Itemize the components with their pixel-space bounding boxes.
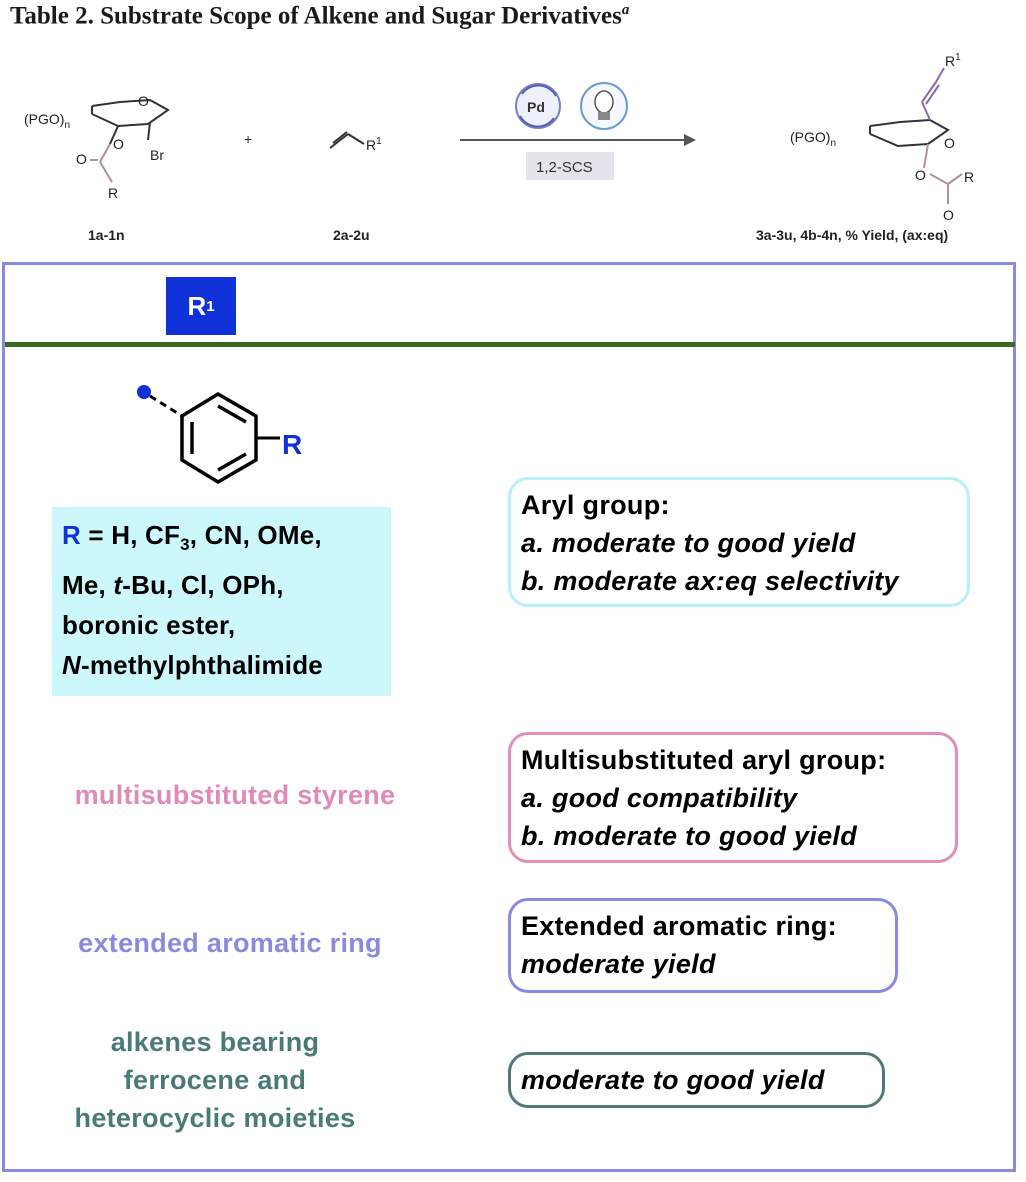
reaction-scheme: (PGO)n O Br O O R 1a-1n + R1 2a-2u Pd 1,…	[24, 52, 974, 243]
phenyl-r-label: R	[282, 429, 302, 460]
r1-compound-label: 1a-1n	[88, 227, 125, 243]
product-compound-label: 3a-3u, 4b-4n, % Yield, (ax:eq)	[756, 227, 948, 243]
r-def-line1-end: , CN, OMe,	[189, 520, 322, 550]
r2-r1-label: R1	[366, 136, 382, 153]
r1-badge-text: R	[187, 290, 207, 321]
product-carbonyl-oxygen: O	[943, 207, 954, 223]
note-ext-line: moderate yield	[521, 949, 716, 979]
r-def-line2-pre: Me,	[62, 570, 114, 601]
r-def-line-3: boronic ester,	[62, 610, 236, 641]
note-multi-line-b: b. moderate to good yield	[521, 821, 858, 851]
label-ferro-line-2: ferrocene and	[123, 1065, 307, 1095]
r1-r-group: R	[108, 185, 118, 201]
r-def-line1-rest: = H, CF	[80, 520, 181, 550]
product-c-glycoside: R1 (PGO)n O O R O 3a-3u, 4b-4n, % Yield,…	[756, 52, 974, 243]
table-caption: Table 2. Substrate Scope of Alkene and S…	[10, 2, 629, 30]
r1-carbonyl-oxygen: O	[76, 151, 87, 167]
r1-ester-oxygen: O	[113, 136, 124, 152]
product-r1-label: R1	[945, 52, 961, 69]
r2-compound-label: 2a-2u	[333, 227, 370, 243]
note-multi-line-a: a. good compatibility	[521, 783, 798, 813]
phenyl-ring-structure: R	[137, 385, 302, 485]
reactant-alkene: R1 2a-2u	[329, 131, 382, 243]
r-def-line2-italic: t	[113, 570, 123, 601]
label-multisubstituted-styrene: multisubstituted styrene	[74, 780, 396, 810]
r1-bromine: Br	[150, 147, 164, 163]
note-ext-heading: Extended aromatic ring:	[521, 911, 837, 941]
substrate-scope-panel	[2, 262, 1016, 1172]
r-def-line4-post: -methylphthalimide	[80, 650, 323, 681]
r1-badge-sup: 1	[206, 297, 215, 315]
arrow-condition-label: 1,2-SCS	[536, 159, 593, 176]
r-def-line-1: R = H, CF3, CN, OMe,	[62, 515, 381, 565]
note-ferro-line: moderate to good yield	[521, 1065, 825, 1095]
label-ferro-line-1: alkenes bearing	[110, 1027, 320, 1057]
r-def-line2-post: -Bu, Cl, OPh,	[122, 570, 284, 601]
r-def-cf3-sub: 3	[180, 535, 190, 555]
r1-ring-oxygen: O	[138, 93, 149, 109]
attachment-point-dot	[137, 385, 151, 399]
r-def-line4-italic: N	[62, 650, 81, 681]
plus-sign: +	[244, 131, 252, 147]
pd-label: Pd	[527, 99, 545, 115]
r-def-line-2: Me, t-Bu, Cl, OPh,	[62, 565, 381, 605]
caption-footnote-mark: a	[621, 2, 630, 18]
r1-pgo-text: (PGO)n	[24, 111, 70, 131]
product-pgo-text: (PGO)n	[790, 129, 836, 149]
product-ester-oxygen: O	[915, 167, 926, 183]
label-ferrocene-heterocyclic: alkenes bearing ferrocene and heterocycl…	[30, 1023, 400, 1137]
header-divider	[5, 342, 1015, 347]
r-def-r: R	[62, 520, 81, 550]
r-definition-box: R = H, CF3, CN, OMe, Me, t-Bu, Cl, OPh, …	[52, 507, 391, 696]
product-r-group: R	[964, 169, 974, 185]
r-def-line-4: N-methylphthalimide	[62, 645, 381, 685]
caption-text: Table 2. Substrate Scope of Alkene and S…	[10, 2, 622, 30]
note-multisubstituted-aryl: Multisubstituted aryl group: a. good com…	[508, 732, 958, 863]
product-ring-oxygen: O	[944, 135, 955, 151]
note-ferrocene-heterocyclic: moderate to good yield	[508, 1052, 885, 1108]
note-extended-aromatic: Extended aromatic ring: moderate yield	[508, 898, 898, 993]
note-aryl-group: Aryl group: a. moderate to good yield b.…	[508, 477, 970, 607]
label-extended-aromatic-ring: extended aromatic ring	[78, 928, 382, 958]
note-multi-heading: Multisubstituted aryl group:	[521, 745, 887, 775]
note-aryl-line-a: a. moderate to good yield	[521, 528, 856, 558]
reactant-sugar-bromide: (PGO)n O Br O O R 1a-1n	[24, 93, 170, 243]
reaction-arrow: Pd 1,2-SCS	[460, 82, 696, 180]
note-aryl-line-b: b. moderate ax:eq selectivity	[521, 566, 899, 596]
label-ferro-line-3: heterocyclic moieties	[74, 1103, 356, 1133]
note-aryl-heading: Aryl group:	[521, 490, 670, 520]
pd-catalyst-cycle-icon	[515, 83, 561, 129]
product-label-text: 3a-3u, 4b-4n, % Yield, (ax:eq)	[756, 227, 948, 243]
